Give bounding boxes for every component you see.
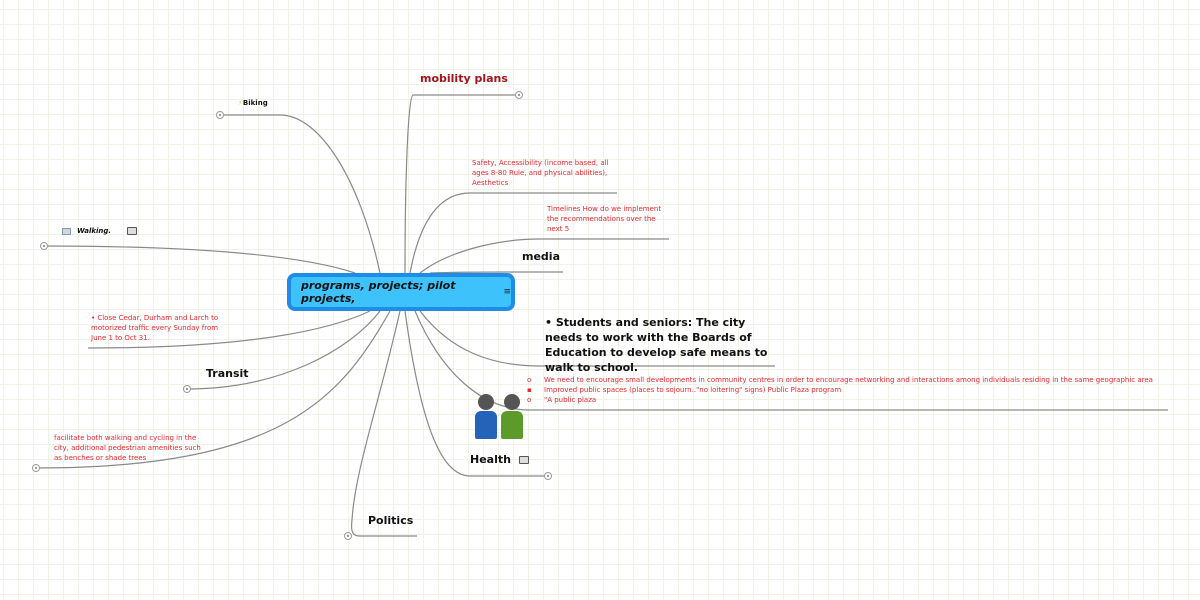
- node-facilitate[interactable]: facilitate both walking and cycling in t…: [54, 434, 201, 462]
- note-icon[interactable]: ≡: [503, 287, 511, 297]
- image-icon[interactable]: [127, 227, 138, 235]
- book-icon: [62, 227, 71, 235]
- node-transit[interactable]: Transit: [206, 367, 249, 380]
- node-close-streets[interactable]: • Close Cedar, Durham and Larch to motor…: [91, 314, 219, 342]
- community-item: ▪Improved public spaces (places to sojou…: [527, 386, 842, 394]
- node-health[interactable]: Health: [470, 453, 529, 466]
- node-timelines[interactable]: Timelines How do we implement the recomm…: [547, 205, 662, 233]
- root-node[interactable]: programs, projects; pilot projects, ≡: [287, 273, 515, 311]
- root-title: programs, projects; pilot projects,: [301, 279, 456, 305]
- node-students[interactable]: • Students and seniors: The city needs t…: [545, 316, 768, 374]
- community-item: o"A public plaza: [527, 396, 597, 404]
- lightning-icon: ⚡: [238, 99, 243, 107]
- node-mobility-plans[interactable]: mobility plans: [420, 72, 508, 85]
- node-safety[interactable]: Safety, Accessibility (income based, all…: [472, 159, 609, 187]
- node-biking[interactable]: ⚡Biking: [238, 99, 268, 107]
- node-politics[interactable]: Politics: [368, 514, 414, 527]
- image-icon[interactable]: [518, 456, 529, 464]
- node-media[interactable]: media: [522, 250, 560, 263]
- node-walking[interactable]: Walking.: [62, 227, 138, 235]
